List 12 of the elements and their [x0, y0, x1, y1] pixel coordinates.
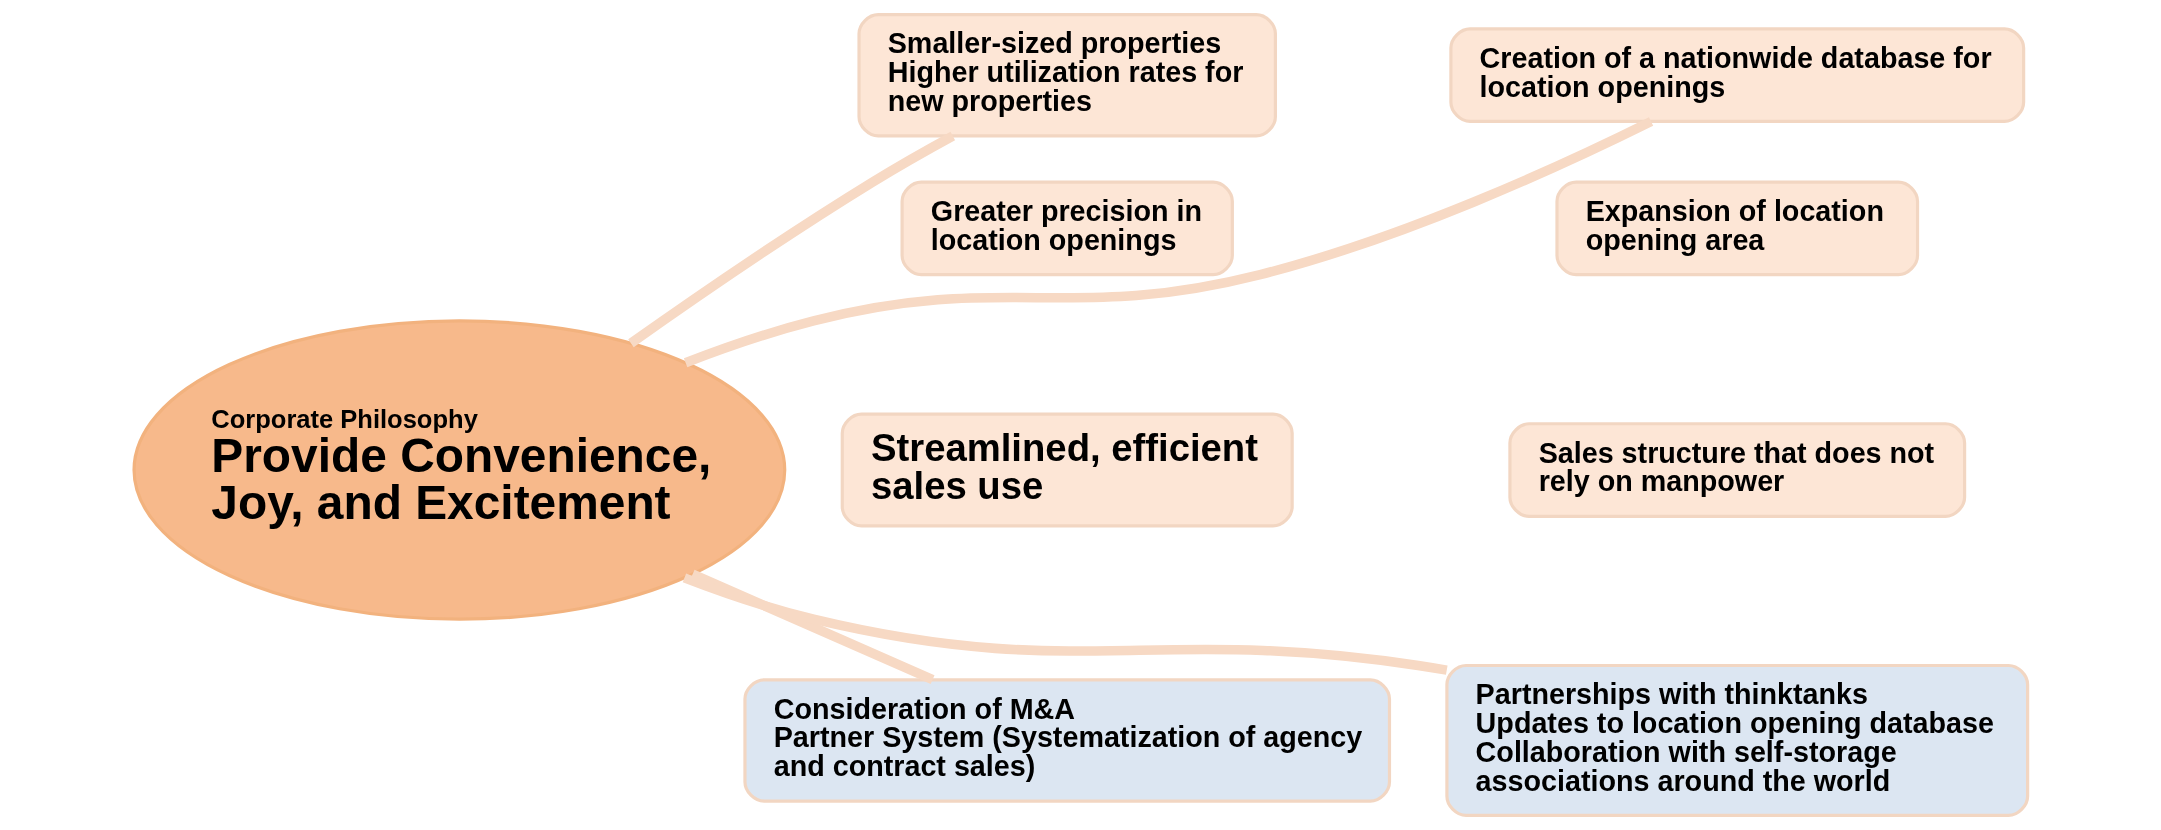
connector — [690, 569, 935, 685]
node-box: Consideration of M&A Partner System (Systematization of agency and contract sales) — [742, 678, 1391, 803]
node-box: Greater precision in location openings — [900, 180, 1234, 277]
node-box: Partnerships with thinktanks Updates to location opening database Collaboration with self-storage associations around the world — [1444, 663, 2029, 818]
node-box: Sales structure that does not rely on manpower — [1507, 422, 1966, 518]
node-ellipse: Corporate Philosophy Provide Convenience, Joy, and Excitement — [131, 319, 786, 621]
node-box: Streamlined, efficient sales use — [840, 412, 1294, 528]
node-box: Smaller-sized properties Higher utilization rates for new properties — [856, 12, 1277, 138]
connector — [683, 117, 1653, 368]
node-box: Creation of a nationwide database for location openings — [1448, 27, 2025, 124]
connector — [682, 573, 1448, 675]
node-box: Expansion of location opening area — [1554, 180, 1919, 277]
